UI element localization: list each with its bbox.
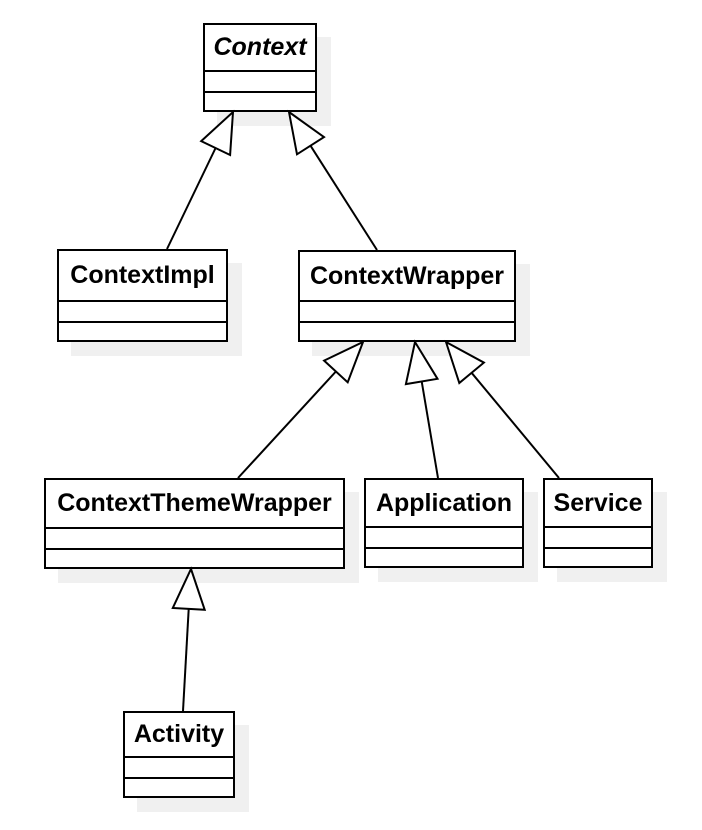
class-box-context: Context [203,23,317,112]
generalization-contextwrapper-to-context [287,109,378,251]
class-box-application: Application [364,478,524,568]
hollow-triangle-arrowhead [171,566,207,611]
attributes-compartment [366,528,522,549]
class-name-application: Application [366,480,522,528]
operations-compartment [366,549,522,566]
operations-compartment [205,93,315,110]
class-name-contextimpl: ContextImpl [59,251,226,302]
operations-compartment [545,549,651,566]
attributes-compartment [125,758,233,779]
class-name-activity: Activity [125,713,233,758]
class-box-activity: Activity [123,711,235,798]
operations-compartment [125,779,233,796]
attributes-compartment [300,302,514,323]
operations-compartment [46,550,343,567]
generalization-application-to-contextwrapper [404,339,440,479]
operations-compartment [300,323,514,340]
operations-compartment [59,323,226,340]
generalization-activity-to-contextthemewrapper [171,566,207,712]
generalization-service-to-contextwrapper [444,339,560,479]
attributes-compartment [59,302,226,323]
hollow-triangle-arrowhead [404,339,440,386]
class-name-context: Context [205,25,315,72]
class-box-contextthemewrapper: ContextThemeWrapper [44,478,345,569]
hollow-triangle-arrowhead [287,109,326,156]
class-box-contextwrapper: ContextWrapper [298,250,516,342]
attributes-compartment [46,529,343,550]
class-name-contextthemewrapper: ContextThemeWrapper [46,480,343,529]
hollow-triangle-arrowhead [322,340,365,385]
generalization-contextimpl-to-context [166,109,235,250]
class-name-contextwrapper: ContextWrapper [300,252,514,302]
hollow-triangle-arrowhead [199,109,235,157]
attributes-compartment [205,72,315,93]
attributes-compartment [545,528,651,549]
class-box-contextimpl: ContextImpl [57,249,228,342]
generalization-contextthemewrapper-to-contextwrapper [237,340,365,479]
class-box-service: Service [543,478,653,568]
hollow-triangle-arrowhead [444,339,486,385]
class-name-service: Service [545,480,651,528]
